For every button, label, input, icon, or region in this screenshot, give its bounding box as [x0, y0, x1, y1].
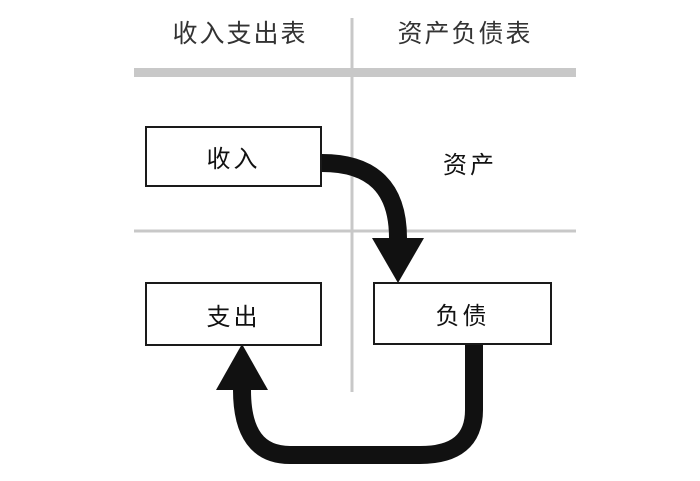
liability-label: 负债 — [435, 302, 490, 330]
arrow-liability-to-expense — [233, 345, 483, 464]
income-box: 收入 — [145, 126, 322, 187]
arrowhead-down-icon — [372, 238, 424, 283]
liability-box: 负债 — [373, 282, 552, 345]
asset-label: 资产 — [443, 151, 497, 179]
arrowhead-up-icon — [216, 344, 268, 390]
income-label: 收入 — [206, 145, 261, 173]
expense-box: 支出 — [145, 282, 322, 346]
income-statement-header: 收入支出表 — [172, 19, 308, 48]
header-divider — [134, 68, 576, 77]
balance-sheet-header: 资产负债表 — [397, 19, 533, 48]
expense-label: 支出 — [206, 302, 261, 331]
arrow-income-to-liability — [321, 154, 407, 239]
